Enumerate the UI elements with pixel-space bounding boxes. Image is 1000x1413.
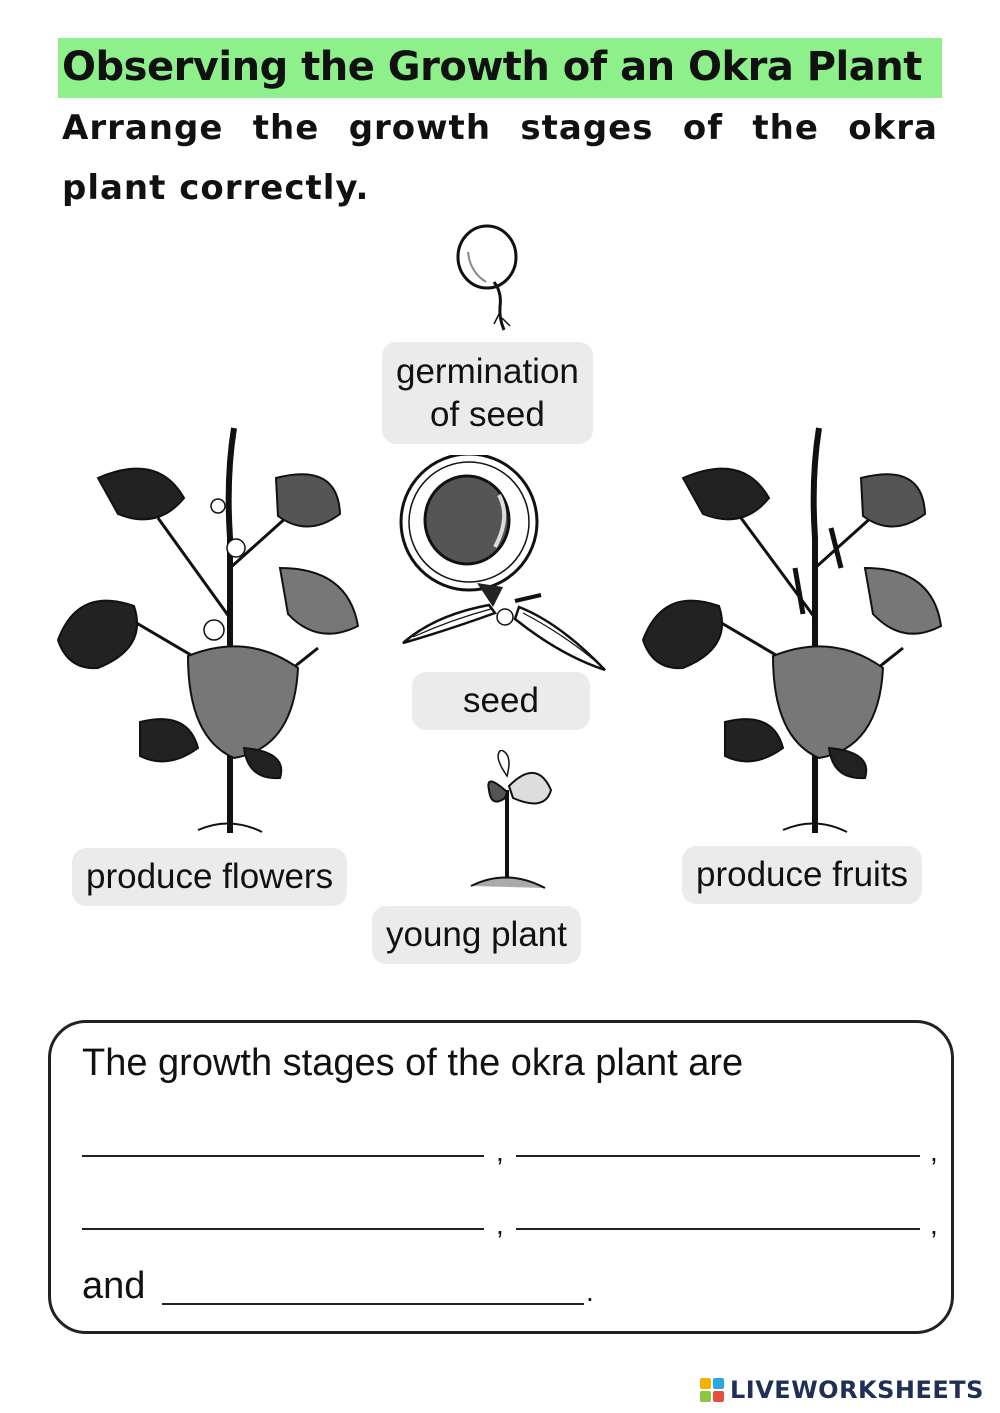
- label-text: seed: [463, 681, 539, 720]
- germinating-seed-illustration: [456, 224, 518, 331]
- label-text: produce flowers: [86, 857, 334, 896]
- liveworksheets-brand: LIVEWORKSHEETS: [730, 1376, 984, 1404]
- instruction-word: of: [682, 108, 724, 148]
- young-plant-illustration: [470, 750, 553, 889]
- answer-blank-4[interactable]: [516, 1228, 920, 1230]
- answer-box: [48, 1020, 954, 1334]
- and-word: and: [82, 1265, 146, 1307]
- liveworksheets-logo[interactable]: LIVEWORKSHEETS: [700, 1376, 984, 1404]
- comma: ,: [930, 1136, 938, 1167]
- comma: ,: [930, 1209, 938, 1240]
- answer-blank-1[interactable]: [82, 1155, 484, 1157]
- instruction-word: stages: [520, 108, 654, 148]
- label-seed[interactable]: seed: [412, 672, 590, 730]
- instruction-word: growth: [348, 108, 492, 148]
- comma: ,: [496, 1209, 504, 1240]
- liveworksheets-logo-icon: [700, 1378, 724, 1402]
- comma: ,: [496, 1136, 504, 1167]
- label-text: young plant: [386, 915, 567, 954]
- instruction-word: the: [252, 108, 320, 148]
- title-highlight: [58, 38, 942, 98]
- label-text: germination: [396, 352, 579, 391]
- instruction-word: the: [752, 108, 819, 148]
- page-title: Observing the Growth of an Okra Plant: [62, 44, 922, 90]
- fruiting-okra-plant-illustration: [641, 427, 943, 833]
- instruction-word: okra: [848, 108, 938, 148]
- answer-blank-2[interactable]: [516, 1155, 920, 1157]
- label-young-plant[interactable]: young plant: [372, 906, 581, 964]
- label-produce-flowers[interactable]: produce flowers: [72, 848, 348, 906]
- label-text: produce fruits: [696, 855, 909, 894]
- flowering-okra-plant-illustration: [56, 427, 360, 833]
- answer-prompt: The growth stages of the okra plant are: [82, 1042, 744, 1084]
- period: .: [586, 1276, 594, 1307]
- instruction-line-2: plant correctly.: [62, 168, 370, 208]
- okra-seed-illustration: [399, 455, 606, 672]
- answer-blank-5[interactable]: [162, 1303, 584, 1305]
- label-produce-fruits[interactable]: produce fruits: [682, 846, 923, 904]
- label-germination-of-seed[interactable]: germination of seed: [382, 342, 593, 444]
- instruction-line-1: Arrange the growth stages of the okra: [62, 98, 938, 158]
- instruction-word: Arrange: [62, 108, 224, 148]
- answer-blank-3[interactable]: [82, 1228, 484, 1230]
- label-text: of seed: [430, 395, 545, 434]
